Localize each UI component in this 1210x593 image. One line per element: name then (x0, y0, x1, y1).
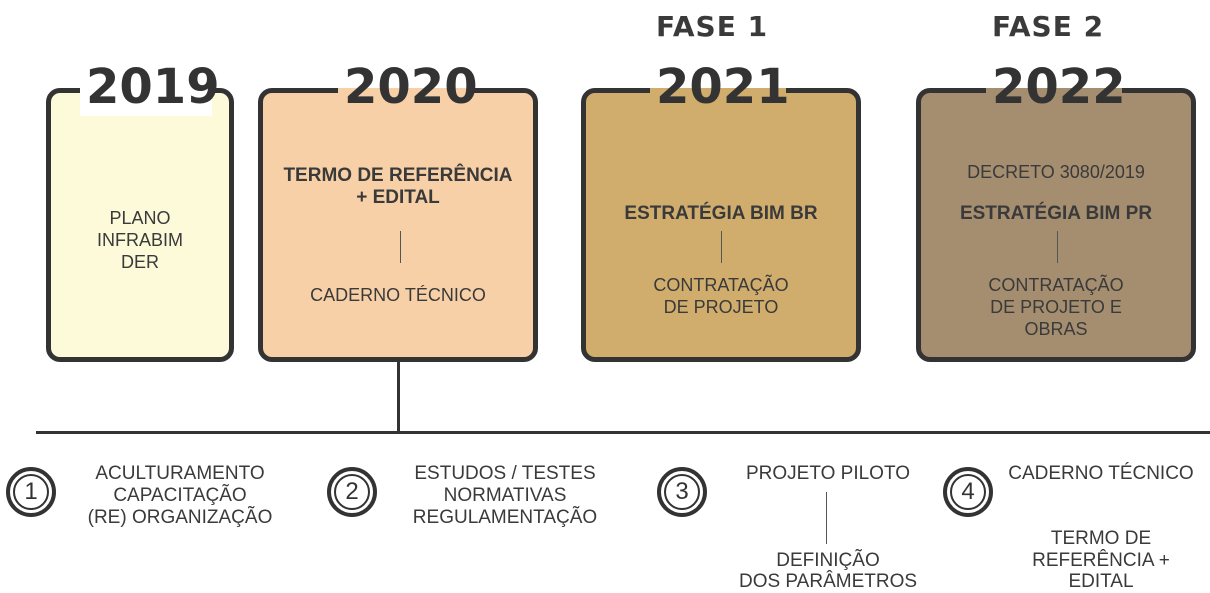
step-4-line-2: REFERÊNCIA + (1032, 550, 1170, 571)
timeline-axis (36, 431, 1210, 434)
card-2021: ESTRATÉGIA BIM BR CONTRATAÇÃO DE PROJETO (581, 88, 861, 362)
card-2020-divider (400, 231, 401, 263)
step-3-digit: 3 (664, 474, 700, 510)
step-3-number: 3 (657, 467, 707, 517)
card-2022-line-3: OBRAS (1024, 319, 1088, 339)
card-2019-line-2: INFRABIM (96, 230, 183, 250)
card-2019: PLANO INFRABIM DER (46, 88, 234, 362)
step-4-number: 4 (943, 467, 993, 517)
card-2020-title-line-1: TERMO DE REFERÊNCIA (283, 165, 513, 186)
card-2020-title-line-2: + EDITAL (356, 187, 440, 208)
card-2022-line-2: DE PROJETO E (990, 297, 1122, 317)
timeline-connector (397, 362, 400, 434)
step-1-line-1: ACULTURAMENTO (95, 463, 265, 484)
step-4-digit: 4 (950, 474, 986, 510)
card-2019-line-1: PLANO (109, 208, 171, 228)
step-4-line-3: EDITAL (1068, 571, 1134, 592)
step-4-line-1: TERMO DE (1050, 528, 1152, 549)
step-1-number: 1 (6, 467, 56, 517)
card-2022: DECRETO 3080/2019 ESTRATÉGIA BIM PR CONT… (916, 88, 1196, 362)
step-2-line-1: ESTUDOS / TESTES (414, 463, 596, 484)
year-2021: 2021 (650, 58, 790, 116)
year-2022: 2022 (986, 58, 1126, 116)
step-2-digit: 2 (334, 474, 370, 510)
step-1-line-2: CAPACITAÇÃO (113, 485, 247, 506)
step-3-line-2: DOS PARÂMETROS (738, 571, 918, 592)
card-2022-divider (1057, 231, 1058, 263)
card-2022-decree: DECRETO 3080/2019 (967, 162, 1145, 182)
step-2-line-3: REGULAMENTAÇÃO (412, 507, 598, 528)
card-2021-line-2: DE PROJETO (663, 297, 779, 317)
phase-2-heading: FASE 2 (991, 10, 1105, 43)
step-3-line-1: DEFINIÇÃO (776, 550, 880, 571)
step-1-line-3: (RE) ORGANIZAÇÃO (87, 507, 273, 528)
year-2019: 2019 (80, 58, 220, 116)
card-2020-caderno: CADERNO TÉCNICO (310, 285, 486, 305)
card-2019-line-3: DER (120, 252, 159, 272)
card-2020: TERMO DE REFERÊNCIA + EDITAL CADERNO TÉC… (258, 88, 538, 362)
phase-1-heading: FASE 1 (655, 10, 769, 43)
step-3-top: PROJETO PILOTO (745, 463, 910, 484)
card-2021-divider (721, 231, 722, 263)
step-4-top: CADERNO TÉCNICO (1008, 463, 1194, 484)
step-3-divider (826, 492, 827, 544)
card-2021-line-1: CONTRATAÇÃO (653, 275, 789, 295)
step-2-number: 2 (327, 467, 377, 517)
step-2-line-2: NORMATIVAS (443, 485, 567, 506)
card-2022-title: ESTRATÉGIA BIM PR (959, 203, 1153, 224)
card-2021-title: ESTRATÉGIA BIM BR (624, 203, 818, 224)
year-2020: 2020 (338, 58, 478, 116)
step-1-digit: 1 (13, 474, 49, 510)
card-2022-line-1: CONTRATAÇÃO (988, 275, 1124, 295)
